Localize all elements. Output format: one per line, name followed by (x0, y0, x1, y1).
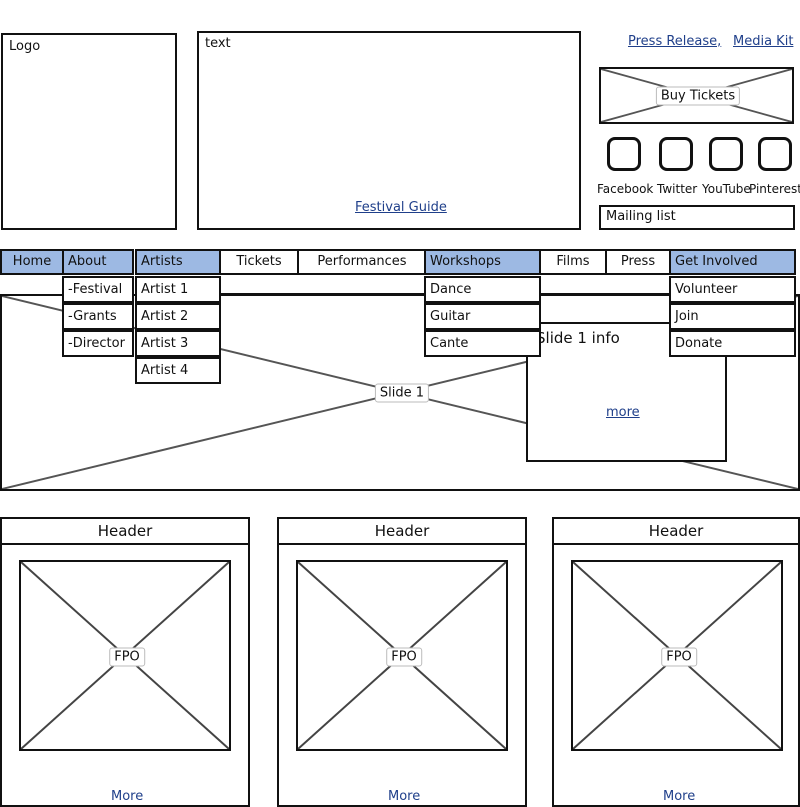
logo-placeholder: Logo (1, 33, 177, 230)
pinterest-icon[interactable] (758, 137, 792, 171)
mailing-list-label: Mailing list (606, 209, 676, 224)
nav-workshops[interactable]: Workshops (424, 249, 541, 275)
nav-get-involved[interactable]: Get Involved (669, 249, 796, 275)
card-header: Header (277, 517, 527, 545)
twitter-label: Twitter (657, 182, 698, 196)
press-release-link[interactable]: Press Release, (628, 34, 722, 49)
slide-more-link[interactable]: more (606, 405, 640, 420)
card-image-label: FPO (661, 647, 697, 667)
youtube-label: YouTube (702, 182, 751, 196)
card-more-link[interactable]: More (111, 789, 144, 804)
about-menu-festival[interactable]: -Festival (62, 276, 134, 303)
workshops-menu-dance[interactable]: Dance (424, 276, 541, 303)
card-image-placeholder: FPO (571, 560, 783, 751)
get-involved-menu-join[interactable]: Join (669, 303, 796, 330)
about-menu-grants[interactable]: -Grants (62, 303, 134, 330)
media-kit-link[interactable]: Media Kit (733, 34, 794, 49)
youtube-icon[interactable] (709, 137, 743, 171)
nav-press[interactable]: Press (605, 249, 671, 275)
pinterest-label: Pinterest (749, 182, 800, 196)
buy-tickets-button[interactable]: Buy Tickets (599, 67, 794, 124)
artists-menu-2[interactable]: Artist 2 (135, 303, 221, 330)
nav-performances[interactable]: Performances (297, 249, 427, 275)
mailing-list-field[interactable]: Mailing list (599, 205, 795, 230)
nav-artists[interactable]: Artists (135, 249, 221, 275)
artists-menu-4[interactable]: Artist 4 (135, 357, 221, 384)
about-menu-director[interactable]: -Director (62, 330, 134, 357)
twitter-icon[interactable] (659, 137, 693, 171)
nav-films[interactable]: Films (539, 249, 607, 275)
slide-info-title: Slide 1 info (536, 329, 620, 347)
logo-label: Logo (9, 39, 41, 54)
card-header: Header (552, 517, 800, 545)
nav-tickets[interactable]: Tickets (219, 249, 299, 275)
nav-home[interactable]: Home (0, 249, 64, 275)
get-involved-menu-volunteer[interactable]: Volunteer (669, 276, 796, 303)
card-image-placeholder: FPO (296, 560, 508, 751)
artists-menu-3[interactable]: Artist 3 (135, 330, 221, 357)
card-header: Header (0, 517, 250, 545)
festival-guide-link[interactable]: Festival Guide (355, 200, 447, 215)
card-image-placeholder: FPO (19, 560, 231, 751)
slide-label: Slide 1 (374, 383, 430, 403)
artists-menu-1[interactable]: Artist 1 (135, 276, 221, 303)
get-involved-menu-donate[interactable]: Donate (669, 330, 796, 357)
card-image-label: FPO (109, 647, 145, 667)
card-more-link[interactable]: More (663, 789, 696, 804)
header-text-label: text (205, 36, 231, 51)
card-image-label: FPO (386, 647, 422, 667)
card-more-link[interactable]: More (388, 789, 421, 804)
workshops-menu-cante[interactable]: Cante (424, 330, 541, 357)
workshops-menu-guitar[interactable]: Guitar (424, 303, 541, 330)
header-text-block: text Festival Guide (197, 31, 581, 230)
facebook-icon[interactable] (607, 137, 641, 171)
buy-tickets-label: Buy Tickets (655, 86, 741, 106)
nav-about[interactable]: About (62, 249, 134, 275)
facebook-label: Facebook (597, 182, 654, 196)
